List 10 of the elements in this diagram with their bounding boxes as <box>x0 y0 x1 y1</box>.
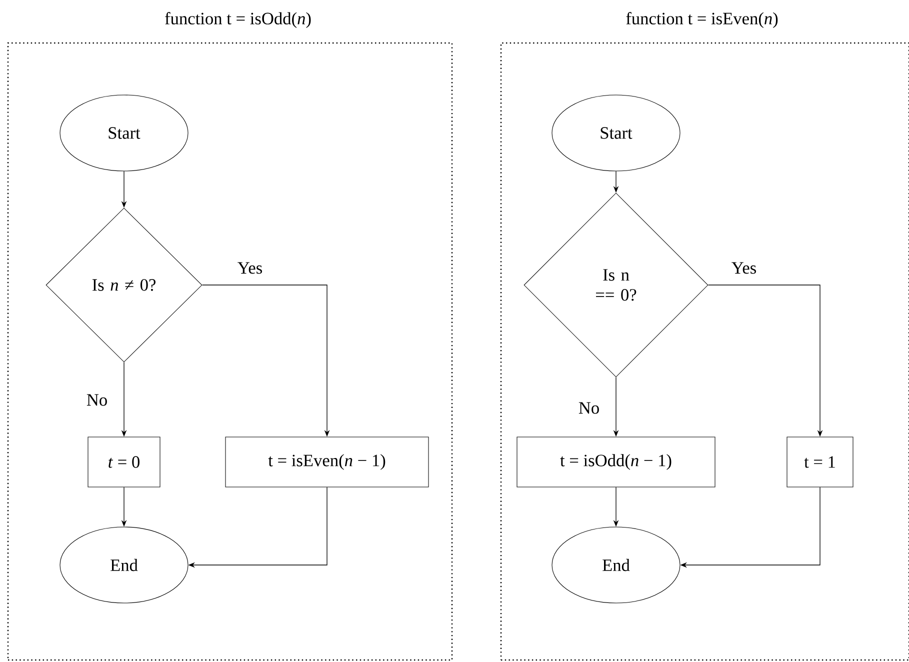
edge-label: No <box>85 392 109 408</box>
edge-label: Yes <box>730 260 758 276</box>
edge-label: Yes <box>236 260 264 276</box>
process-box: t = isEven(n − 1) <box>225 436 429 488</box>
process-box: t = 1 <box>786 436 854 488</box>
edge-label: No <box>577 400 601 416</box>
process-box: t = 0 <box>88 436 160 488</box>
panel-title: function t = isOdd(n) <box>165 12 311 28</box>
process-box: t = isOdd(n − 1) <box>516 436 716 488</box>
panel-title: function t = isEven(n) <box>626 12 778 28</box>
